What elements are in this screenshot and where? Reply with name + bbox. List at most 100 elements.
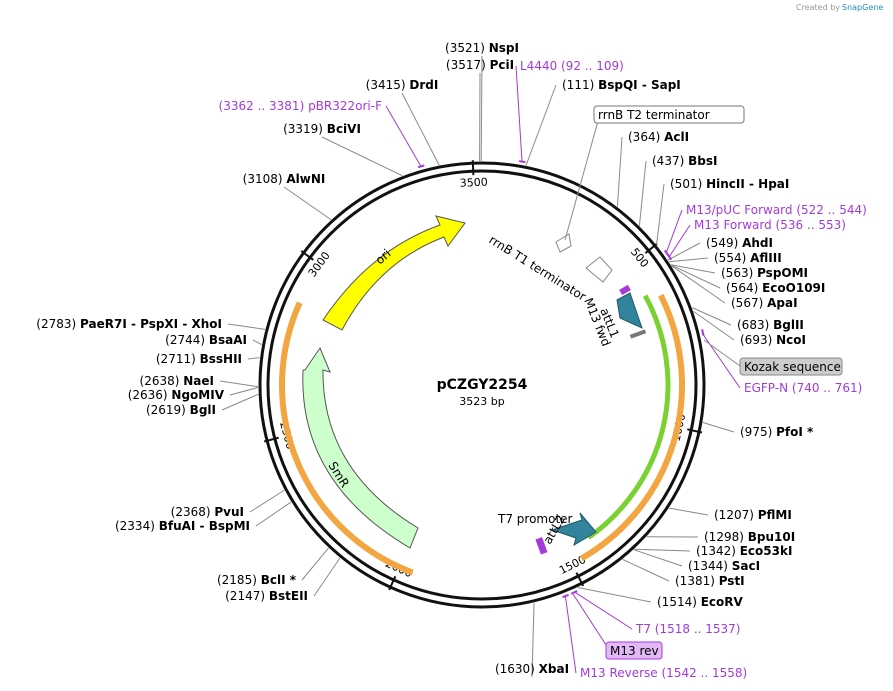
primer-leader-line	[701, 332, 741, 389]
primer-label[interactable]: M13 Reverse (1542 .. 1558)	[580, 666, 747, 680]
tick-label: 3500	[459, 176, 488, 190]
site-leader-line	[577, 587, 652, 603]
restriction-site-label[interactable]: (2368) PvuI	[171, 505, 244, 519]
primer-leader-line	[668, 224, 691, 258]
tick-mark	[300, 250, 314, 261]
tick-mark	[575, 572, 585, 587]
kozak-sequence-box[interactable]: Kozak sequence	[703, 339, 843, 376]
site-leader-line	[668, 257, 709, 263]
credit-brand: SnapGene	[842, 3, 883, 12]
site-leader-line	[221, 393, 259, 411]
tick-label: 3000	[306, 249, 333, 279]
primer-label[interactable]: L4440 (92 .. 109)	[520, 59, 624, 73]
rrnb-t2-terminator-text: rrnB T2 terminator	[598, 108, 710, 122]
restriction-site-label[interactable]: (549) AhdI	[706, 236, 773, 250]
tick-mark	[388, 575, 397, 591]
restriction-site-label[interactable]: (501) HincII - HpaI	[670, 177, 789, 191]
site-leader-line	[229, 387, 259, 396]
site-leader-line	[667, 242, 701, 261]
primer-binding-mark	[570, 590, 578, 595]
restriction-site-label[interactable]: (1342) Eco53kI	[696, 544, 792, 558]
restriction-site-label[interactable]: (2638) NaeI	[140, 374, 214, 388]
site-leader-line	[670, 264, 721, 289]
restriction-site-label[interactable]: (554) AflIII	[714, 251, 782, 265]
rrnb-t1-terminator-arrow	[585, 256, 613, 283]
primer-binding-mark	[518, 160, 526, 164]
primer-binding-mark	[417, 164, 425, 169]
restriction-site-label[interactable]: (683) BglII	[737, 318, 804, 332]
site-leader-line	[656, 183, 665, 245]
restriction-site-label[interactable]: (3108) AlwNI	[243, 172, 326, 186]
smr-arrow	[302, 346, 419, 549]
tick-mark	[471, 160, 475, 176]
primer-label[interactable]: T7 (1518 .. 1537)	[635, 622, 740, 636]
t7-promoter-label: T7 promoter	[497, 512, 573, 526]
primer-label[interactable]: M13 Forward (536 .. 553)	[694, 218, 846, 232]
restriction-site-label[interactable]: (2334) BfuAI - BspMI	[115, 519, 250, 533]
site-leader-line	[313, 557, 341, 597]
site-leader-line	[671, 265, 726, 304]
restriction-site-label[interactable]: (1381) PstI	[675, 574, 745, 588]
restriction-site-label[interactable]: (1630) XbaI	[495, 662, 569, 676]
restriction-site-label[interactable]: (3521) NspI	[445, 41, 519, 55]
restriction-site-label[interactable]: (1514) EcoRV	[657, 595, 744, 609]
restriction-site-label[interactable]: (111) BspQI - SapI	[562, 78, 681, 92]
restriction-site-label[interactable]: (364) AclI	[628, 130, 689, 144]
primer-leader-line	[665, 209, 683, 254]
site-leader-line	[249, 489, 285, 513]
primer-leader-line	[564, 595, 577, 674]
restriction-site-label[interactable]: (1298) Bpu10I	[704, 530, 795, 544]
t7-promoter-feature	[535, 537, 548, 555]
primer-binding-mark	[666, 253, 673, 261]
restriction-site-label[interactable]: (1207) PflMI	[714, 508, 792, 522]
snapgene-credit: Created by SnapGene	[796, 3, 883, 12]
primer-label[interactable]: M13/pUC Forward (522 .. 544)	[686, 203, 867, 217]
site-leader-line	[301, 547, 329, 581]
restriction-site-label[interactable]: (437) BbsI	[652, 154, 717, 168]
restriction-site-label[interactable]: (2711) BssHII	[156, 352, 242, 366]
restriction-site-label[interactable]: (567) ApaI	[731, 296, 798, 310]
site-leader-line	[401, 92, 440, 166]
credit-text: Created by	[796, 3, 840, 12]
site-leader-line	[321, 136, 403, 177]
primer-label[interactable]: (3362 .. 3381) pBR322ori-F	[219, 99, 383, 113]
restriction-site-label[interactable]: (975) PfoI *	[740, 425, 814, 439]
kozak-sequence-text: Kozak sequence	[744, 360, 841, 374]
orange-feature-arc-right	[579, 293, 685, 562]
restriction-site-label[interactable]: (2783) PaeR7I - PspXI - XhoI	[36, 317, 222, 331]
restriction-site-label[interactable]: (2636) NgoMIV	[128, 388, 225, 402]
backbone-outer-ring	[258, 161, 706, 609]
site-leader-line	[702, 421, 735, 433]
primer-label[interactable]: EGFP-N (740 .. 761)	[744, 381, 862, 395]
rrnb-t1-terminator-label: rrnB T1 terminator	[486, 233, 588, 304]
site-leader-line	[638, 160, 647, 226]
orange-feature-arc-left	[279, 301, 414, 576]
site-leader-line	[227, 323, 266, 330]
restriction-site-label[interactable]: (3415) DrdI	[366, 78, 439, 92]
restriction-site-label[interactable]: (3517) PciI	[446, 58, 514, 72]
rrnb-t2-terminator-arrow	[555, 233, 572, 253]
grey-feature-mark	[629, 329, 647, 339]
m13-rev-box[interactable]: M13 rev	[572, 593, 663, 660]
site-leader-line	[219, 380, 259, 388]
plasmid-size: 3523 bp	[459, 395, 504, 408]
restriction-site-label[interactable]: (693) NcoI	[740, 333, 806, 347]
primer-binding-mark	[701, 329, 705, 336]
restriction-site-label[interactable]: (2147) BstEII	[225, 589, 308, 603]
restriction-site-label[interactable]: (1344) SacI	[688, 559, 760, 573]
site-leader-line	[633, 549, 683, 567]
restriction-site-label[interactable]: (2185) BclI *	[217, 573, 297, 587]
site-leader-line	[247, 357, 260, 360]
primer-leader-line	[515, 65, 523, 163]
ori-arrow	[322, 215, 466, 331]
site-leader-line	[670, 264, 716, 274]
restriction-site-label[interactable]: (3319) BciVI	[283, 122, 361, 136]
restriction-site-label[interactable]: (2744) BsaAI	[165, 333, 247, 347]
restriction-site-label[interactable]: (2619) BglI	[146, 403, 216, 417]
restriction-site-label[interactable]: (564) EcoO109I	[726, 281, 825, 295]
rrnb-t2-terminator-box[interactable]: rrnB T2 terminator	[564, 105, 745, 241]
plasmid-name: pCZGY2254	[437, 377, 528, 393]
attl1-arrow	[616, 292, 643, 329]
restriction-site-label[interactable]: (563) PspOMI	[721, 266, 808, 280]
